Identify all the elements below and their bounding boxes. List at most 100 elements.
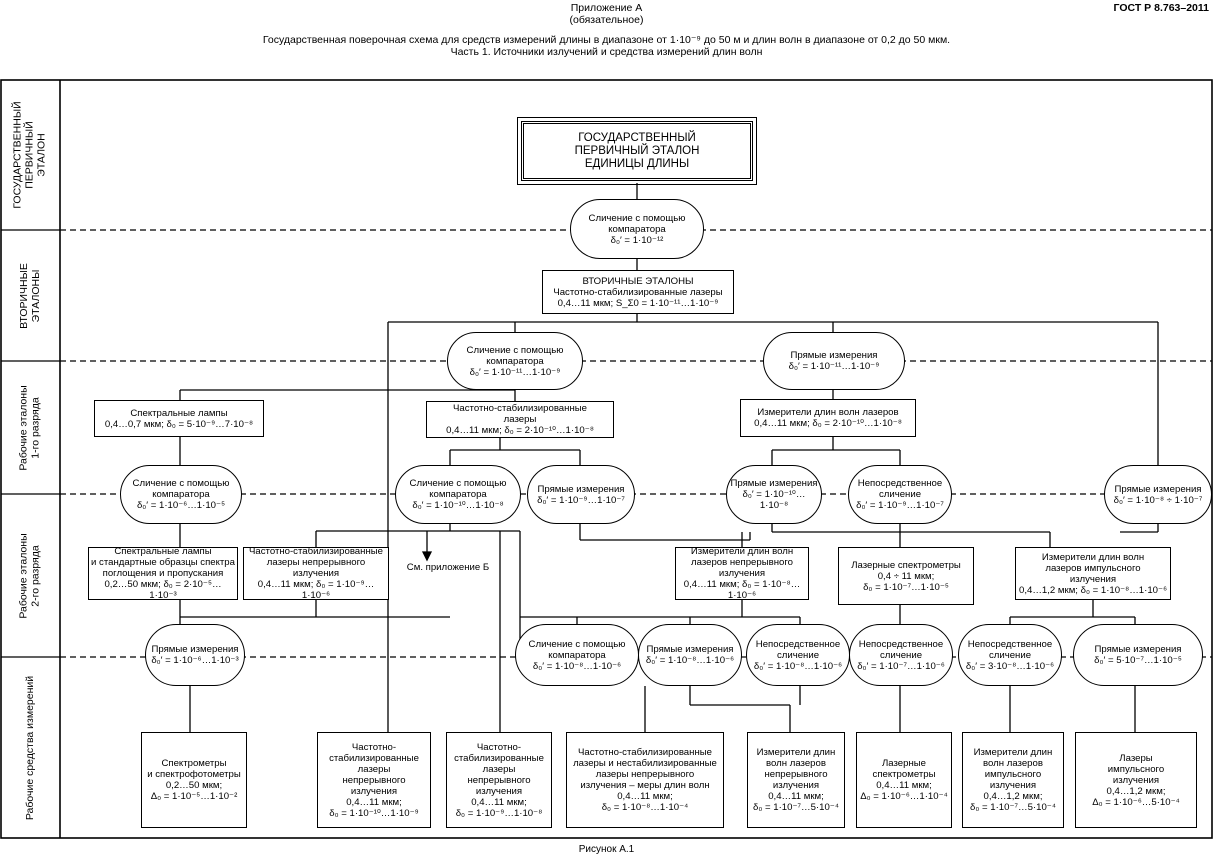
node-text-line: Измерители длин bbox=[756, 747, 836, 758]
node-text-line: δ₀ = 1·10⁻⁹…1·10⁻⁸ bbox=[455, 807, 543, 819]
node-text-line: 0,4…11 мкм; S_Σ0 = 1·10⁻¹¹…1·10⁻⁹ bbox=[557, 297, 719, 309]
node-text-line: Частотно- bbox=[351, 741, 397, 753]
node-text-line: Сличение с помощью bbox=[132, 478, 230, 489]
node-text-line: импульсного bbox=[1107, 763, 1165, 775]
node-text-line: спектрометры bbox=[872, 769, 936, 780]
node-text-line: излучения bbox=[350, 785, 398, 797]
level-secondary: ВТОРИЧНЫЕ ЭТАЛОНЫ bbox=[18, 262, 42, 329]
node-text-line: δ₀′ = 1·10⁻⁶…1·10⁻⁵ bbox=[136, 500, 226, 511]
node-text-line: компаратора bbox=[486, 355, 544, 367]
node-text-line: Прямые измерения bbox=[790, 350, 878, 361]
level-working-2: Рабочие эталоны 2-го разряда bbox=[18, 532, 42, 619]
node-text-line: Δ₀ = 1·10⁻⁵…1·10⁻² bbox=[150, 791, 238, 802]
node-text-line: Измерители длин bbox=[973, 747, 1053, 758]
node-text-line: лазеры непрерывного bbox=[266, 557, 366, 568]
node-text-line: лазеры bbox=[357, 763, 391, 775]
node-text-line: волн лазеров bbox=[983, 758, 1043, 769]
node-text-line: 0,4…1,2 мкм; δ₀ = 1·10⁻⁸…1·10⁻⁶ bbox=[1018, 584, 1168, 596]
node-text-line: Лазерные bbox=[881, 758, 926, 769]
appendix-label: Приложение А bbox=[570, 2, 643, 14]
node-text-line: 0,4…11 мкм; bbox=[617, 791, 673, 802]
node-text-line: Непосредственное bbox=[755, 638, 841, 650]
node-text-line: стабилизированные bbox=[454, 752, 544, 764]
node-text-line: Частотно-стабилизированные bbox=[249, 546, 383, 557]
page-title: Государственная поверочная схема для сре… bbox=[262, 34, 951, 46]
node-text-line: δ₀′ = 1·10⁻¹² bbox=[610, 234, 664, 246]
node-text-line: 0,4…11 мкм; δ₀ = 1·10⁻⁸…1·10⁻⁶ bbox=[683, 579, 801, 601]
node-text-line: Прямые измерения bbox=[151, 644, 239, 655]
node-text-line: δ₀′ = 1·10⁻⁸ ÷ 1·10⁻⁷ bbox=[1113, 494, 1203, 506]
node-text-line: Измерители длин волн лазеров bbox=[757, 407, 899, 418]
node-text-line: Измерители длин волн bbox=[690, 546, 794, 557]
node-text-line: Прямые измерения bbox=[1114, 483, 1202, 495]
level-working-1: Рабочие эталоны 1-го разряда bbox=[18, 384, 42, 471]
node-text-line: излучения bbox=[475, 785, 523, 797]
node-text-line: лазеров непрерывного bbox=[691, 557, 793, 568]
node-text-line: δ₀ = 1·10⁻⁷…5·10⁻⁴ bbox=[970, 802, 1056, 813]
node-text-line: излучения – меры длин волн bbox=[580, 780, 710, 791]
node-text-line: компаратора bbox=[152, 489, 210, 500]
node-text-line: 0,4…11 мкм; bbox=[768, 791, 824, 802]
figure-caption: Рисунок А.1 bbox=[578, 844, 635, 855]
node-text-line: Частотно-стабилизированные bbox=[578, 747, 712, 758]
node-text-line: Лазеры bbox=[1119, 752, 1153, 764]
node-text-line: излучения bbox=[772, 780, 820, 791]
node-text-line: Частотно-стабилизированные лазеры bbox=[553, 286, 723, 298]
node-text-line: излучения bbox=[718, 568, 766, 579]
node-text-line: 0,4…1,2 мкм; bbox=[1106, 785, 1166, 797]
node-text-line: 0,4…11 мкм; bbox=[471, 796, 527, 808]
node-text-line: Прямые измерения bbox=[730, 478, 818, 489]
node-text-line: δ₀′ = 1·10⁻¹¹…1·10⁻⁹ bbox=[469, 366, 561, 378]
node-text-line: 0,4…11 мкм; δ₀ = 1·10⁻⁹…1·10⁻⁶ bbox=[257, 579, 375, 601]
node-text-line: 0,4…0,7 мкм; δ₀ = 5·10⁻⁹…7·10⁻⁸ bbox=[104, 418, 254, 430]
node-text-line: δ₀ = 1·10⁻¹⁰…1·10⁻⁹ bbox=[329, 807, 419, 819]
level-state-primary: ГОСУДАРСТВЕННЫЙ ПЕРВИЧНЫЙ ЭТАЛОН bbox=[12, 101, 49, 209]
node-text-line: лазеры bbox=[503, 414, 537, 425]
node-text-line: Сличение с помощью bbox=[409, 478, 507, 489]
node-text-line: δ₀′ = 1·10⁻⁹…1·10⁻⁷ bbox=[856, 500, 944, 511]
node-text-line: Спектрометры bbox=[161, 758, 227, 769]
node-text-line: сличение bbox=[878, 489, 922, 500]
node-text-line: лазеры и нестабилизированные bbox=[573, 758, 717, 769]
node-text-line: δ₀′ = 1·10⁻¹¹…1·10⁻⁹ bbox=[788, 361, 880, 372]
node-text-line: Сличение с помощью bbox=[528, 638, 626, 650]
see-appendix-b: См. приложение Б bbox=[406, 561, 490, 573]
node-text-line: Частотно-стабилизированные bbox=[453, 403, 587, 414]
appendix-note: (обязательное) bbox=[569, 14, 644, 26]
node-text-line: δ₀′ = 1·10⁻¹⁰…1·10⁻⁸ bbox=[742, 489, 806, 511]
node-text-line: волн лазеров bbox=[766, 758, 826, 769]
node-text-line: 0,4…11 мкм; δ₀ = 2·10⁻¹⁰…1·10⁻⁸ bbox=[446, 425, 594, 436]
node-text-line: Δ₀ = 1·10⁻⁶…5·10⁻⁴ bbox=[1092, 796, 1180, 808]
node-text-line: ЕДИНИЦЫ ДЛИНЫ bbox=[584, 157, 690, 170]
node-text-line: δ₀′ = 1·10⁻¹⁰…1·10⁻⁸ bbox=[412, 500, 504, 511]
node-text-line: Δ₀ = 1·10⁻⁶…1·10⁻⁴ bbox=[860, 791, 948, 802]
node-text-line: непрерывного bbox=[467, 774, 531, 786]
node-text-line: лазеров импульсного bbox=[1045, 562, 1141, 574]
node-text-line: δ₀′ = 1·10⁻⁸…1·10⁻⁶ bbox=[753, 660, 843, 672]
node-text-line: компаратора bbox=[429, 489, 487, 500]
node-text-line: и стандартные образцы спектра bbox=[91, 557, 235, 568]
node-text-line: Сличение с помощью bbox=[588, 212, 686, 224]
node-text-line: сличение bbox=[988, 649, 1032, 661]
node-text-line: δ₀′ = 1·10⁻⁸…1·10⁻⁶ bbox=[532, 660, 622, 672]
node-text-line: излучения bbox=[292, 568, 340, 579]
